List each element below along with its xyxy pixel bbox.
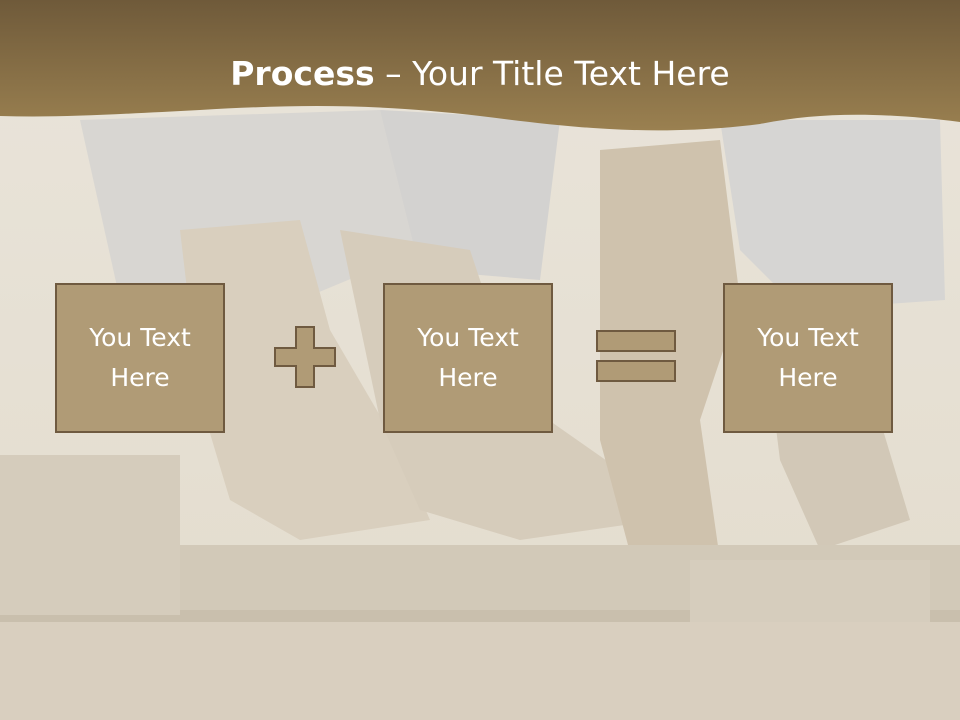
equals-icon [596,330,676,382]
process-box-1: You Text Here [55,283,225,433]
process-box-3: You Text Here [723,283,893,433]
title-bold: Process [230,54,375,93]
plus-icon [274,326,336,388]
title-rest: – Your Title Text Here [374,54,730,93]
process-box-3-text: You Text Here [757,323,859,392]
slide-title: Process – Your Title Text Here [0,52,960,96]
process-box-2: You Text Here [383,283,553,433]
process-box-1-text: You Text Here [89,323,191,392]
title-band [0,0,960,131]
process-box-2-text: You Text Here [417,323,519,392]
